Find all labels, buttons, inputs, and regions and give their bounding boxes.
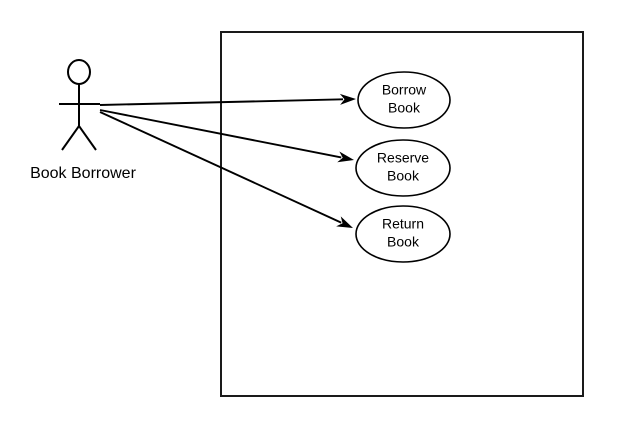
association-actor-to-reserve-book[interactable]: [99, 109, 354, 163]
actor-label: Book Borrower: [30, 165, 136, 182]
use-case-label-line: Reserve: [377, 150, 429, 166]
arrow-head-icon: [337, 151, 354, 163]
actor-left-leg-line: [61, 125, 80, 151]
use-case-label-line: Book: [387, 234, 420, 250]
association-group: [99, 93, 356, 228]
system-boundary-rect[interactable]: [220, 31, 584, 397]
actor-head-icon: [67, 59, 91, 85]
actor-book-borrower[interactable]: Book Borrower: [30, 59, 137, 182]
use-case-label-line: Book: [387, 168, 420, 184]
actor-right-leg-line: [78, 125, 97, 151]
use-case-ellipse: [357, 71, 451, 129]
use-case-label-line: Return: [382, 216, 424, 232]
association-actor-to-borrow-book[interactable]: [99, 93, 356, 106]
association-line: [99, 109, 342, 159]
use-case-label-line: Borrow: [382, 82, 427, 98]
arrow-head-icon: [336, 216, 353, 228]
use-case-label-line: Book: [388, 100, 421, 116]
association-line: [99, 111, 342, 224]
use-case-ellipse: [355, 139, 451, 197]
association-line: [99, 98, 344, 106]
arrow-head-icon: [339, 93, 356, 105]
use-case-ellipse: [355, 205, 451, 263]
association-actor-to-return-book[interactable]: [99, 111, 353, 228]
